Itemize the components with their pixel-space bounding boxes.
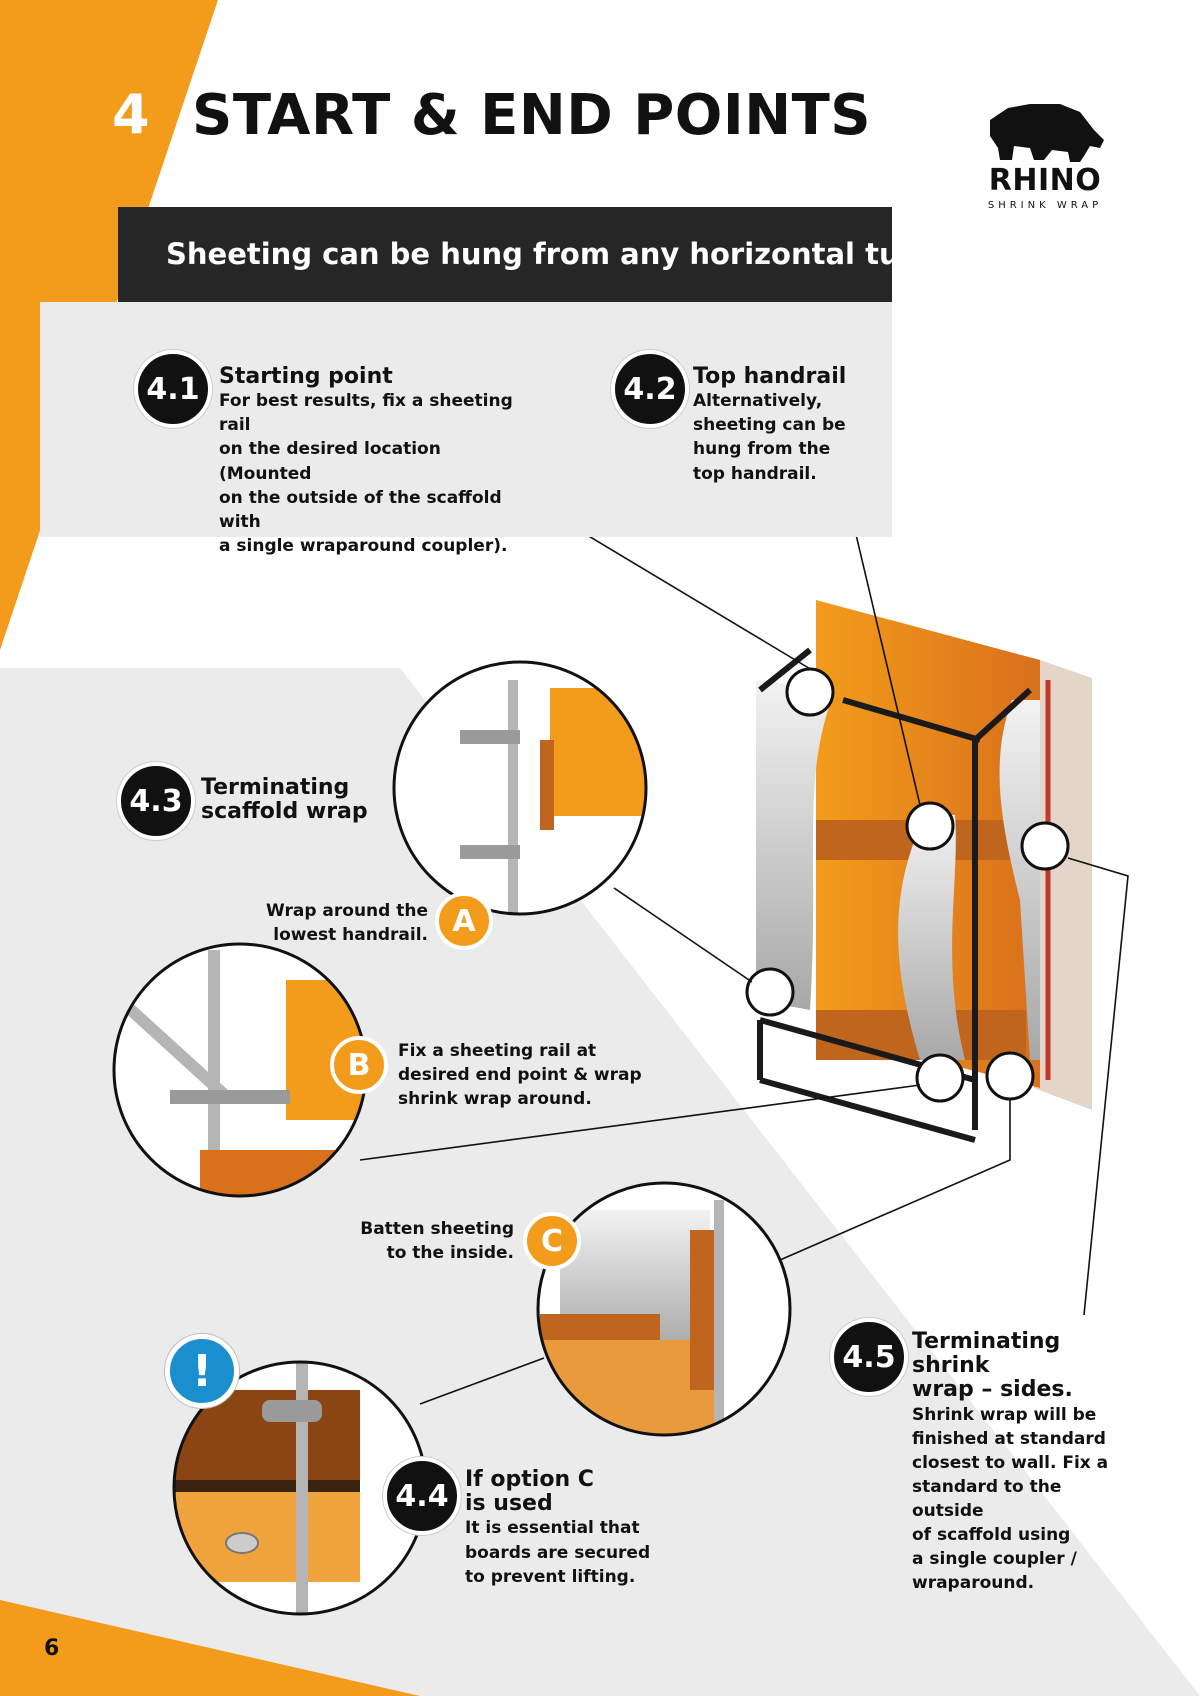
step-4-3-title: Terminating scaffold wrap [201, 775, 368, 825]
step-4-4: If option C is used It is essential that… [465, 1467, 665, 1589]
option-c-badge: C [523, 1212, 581, 1270]
step-4-1: Starting point For best results, fix a s… [219, 364, 539, 558]
step-badge-4-3: 4.3 [117, 762, 195, 840]
step-body-line: of scaffold using [912, 1525, 1071, 1546]
banner-text: Sheeting can be hung from any horizontal… [166, 237, 952, 271]
step-body-line: a single coupler / [912, 1549, 1077, 1570]
step-body-line: hung from the [693, 439, 831, 460]
step-title: Starting point [219, 364, 393, 389]
brand-tagline: SHRINK WRAP [987, 200, 1103, 211]
step-body-line: to prevent lifting. [465, 1566, 636, 1587]
page-title: START & END POINTS [192, 83, 872, 148]
brand-name: RHINO [988, 163, 1102, 198]
step-badge-4-5: 4.5 [830, 1318, 908, 1396]
banner: Sheeting can be hung from any horizontal… [118, 207, 951, 302]
section-number: 4 [112, 83, 150, 146]
step-body-line: on the outside of the scaffold with [219, 487, 502, 532]
step-badge-4-1: 4.1 [134, 350, 212, 428]
detail-option-c [538, 1183, 790, 1435]
step-body-line: For best results, fix a sheeting rail [219, 391, 513, 436]
step-body-line: Alternatively, [693, 391, 823, 412]
step-body-line: sheeting can be [693, 415, 846, 436]
main-scaffold-illustration [745, 600, 1092, 1143]
step-badge-4-4: 4.4 [383, 1457, 461, 1535]
step-body-line: wraparound. [912, 1573, 1035, 1594]
option-a-label: Wrap around the lowest handrail. [266, 901, 428, 945]
step-title: Top handrail [693, 364, 847, 389]
step-body-line: closest to wall. Fix a [912, 1452, 1109, 1473]
step-body-line: standard to the outside [912, 1476, 1062, 1522]
rhino-silhouette-icon [990, 104, 1104, 162]
step-4-5: Terminating shrink wrap – sides. Shrink … [912, 1329, 1122, 1596]
step-body-line: finished at standard [912, 1428, 1106, 1449]
step-body-line: Shrink wrap will be [912, 1404, 1097, 1425]
step-body-line: top handrail. [693, 463, 817, 484]
exclamation-icon: ! [165, 1334, 239, 1408]
option-b-label: Fix a sheeting rail at desired end point… [398, 1041, 642, 1109]
step-body-line: It is essential that [465, 1518, 640, 1539]
brand-logo: RHINO SHRINK WRAP [980, 163, 1110, 212]
option-c-label: Batten sheeting to the inside. [360, 1219, 514, 1263]
page-number: 6 [44, 1636, 60, 1661]
step-body-line: boards are secured [465, 1542, 651, 1563]
step-body-line: on the desired location (Mounted [219, 439, 441, 484]
step-body-line: a single wraparound coupler). [219, 535, 508, 556]
orange-bottom-stripe [0, 1600, 420, 1696]
step-badge-4-2: 4.2 [611, 350, 689, 428]
option-b-badge: B [330, 1036, 388, 1094]
option-a-badge: A [435, 892, 493, 950]
step-4-2: Top handrail Alternatively, sheeting can… [693, 364, 853, 486]
